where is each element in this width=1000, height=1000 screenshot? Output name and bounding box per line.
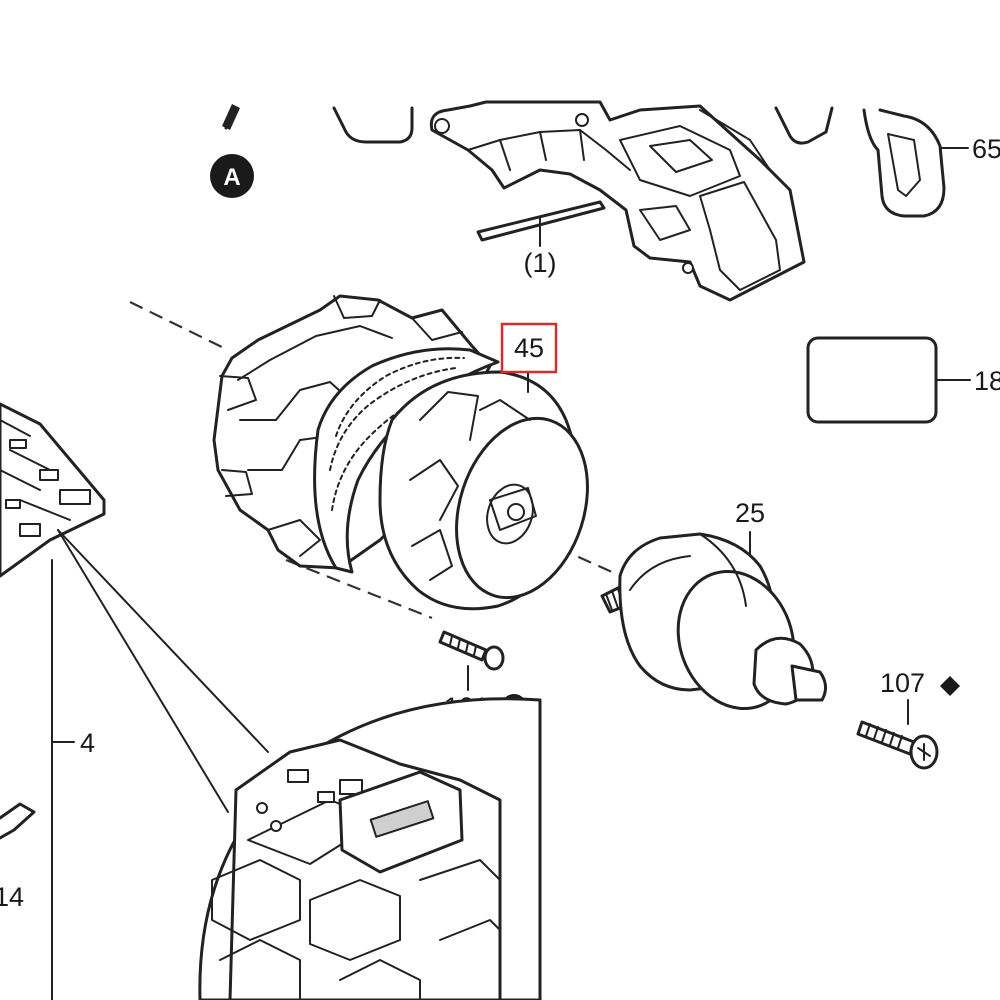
label-part-4: 4 — [80, 728, 95, 758]
part-18-label-plate — [806, 336, 971, 424]
magnifier-leader-upper — [57, 529, 269, 753]
board-detail-magnifier — [57, 529, 542, 1000]
label-part-107: 107 — [880, 668, 925, 698]
label-part-65: 65 — [972, 134, 1000, 164]
callout-a-circle-icon — [210, 154, 254, 198]
callout-a-group: A — [210, 104, 254, 198]
part-101-screw — [438, 630, 505, 691]
part-45-gearbox — [212, 294, 589, 611]
label-part-45: 45 — [514, 333, 544, 363]
label-part-18: 18 — [974, 366, 1000, 396]
part-25-chuck — [600, 531, 827, 711]
part-107-diamond-icon — [940, 676, 960, 696]
part-65-trigger — [774, 106, 969, 218]
axis-line-screw — [285, 558, 433, 620]
callout-a-letter: A — [223, 164, 240, 191]
axis-line-upper — [129, 301, 229, 351]
part-45-highlight-box — [500, 322, 558, 374]
part-4-circuit-board — [0, 402, 106, 1000]
label-part-1: (1) — [524, 248, 557, 278]
magnifier-leader-lower — [57, 529, 229, 813]
part-small-block — [332, 106, 414, 144]
part-107-screw — [856, 699, 939, 770]
label-part-14-partial: 14 — [0, 882, 24, 912]
label-part-25: 25 — [735, 498, 765, 528]
part-housing-switch — [429, 100, 806, 302]
callout-a-pointer — [222, 104, 240, 130]
